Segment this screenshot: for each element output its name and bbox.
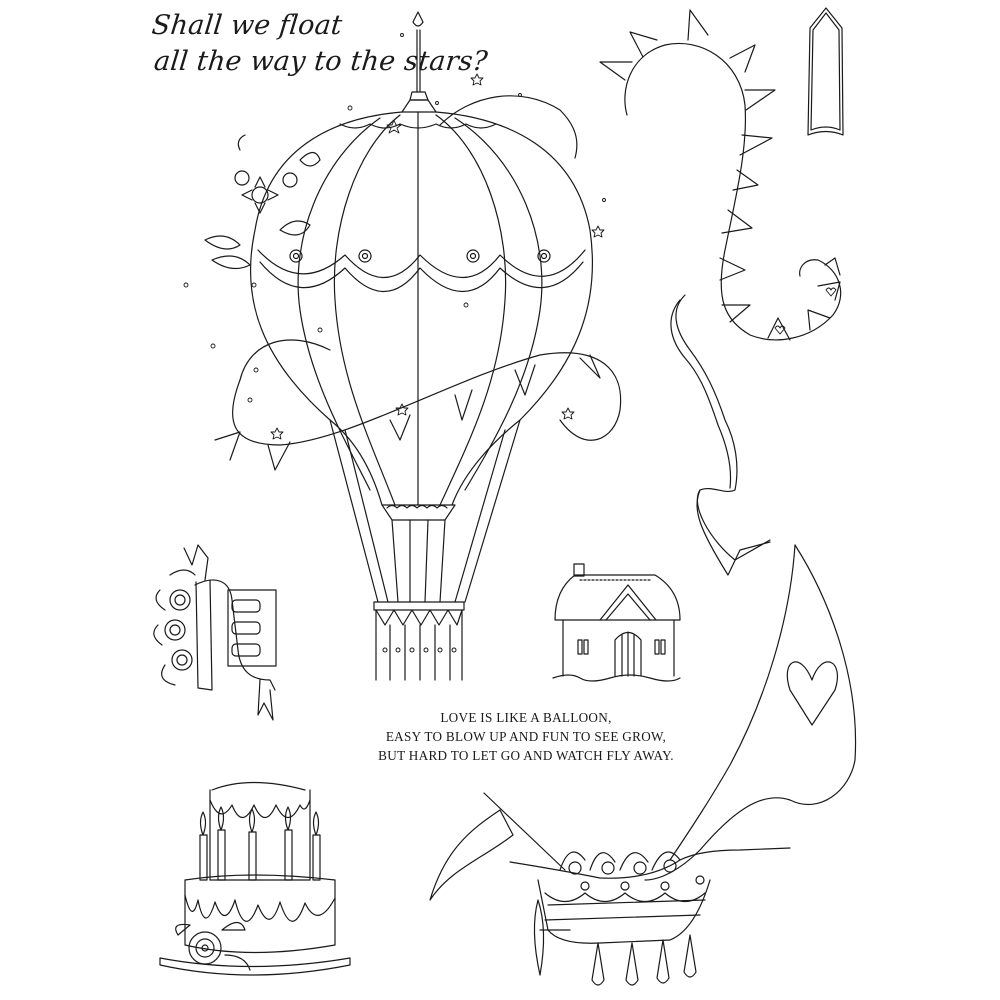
birthday-cake-stamp [160, 783, 350, 976]
quote-line-3: BUT HARD TO LET GO AND WATCH FLY AWAY. [378, 748, 674, 763]
quote-line-1: LOVE IS LIKE A BALLOON, [440, 710, 612, 725]
ribbon-streamer-stamp [671, 295, 770, 575]
airship-boat-stamp [430, 545, 856, 985]
love-quote-text: LOVE IS LIKE A BALLOON, EASY TO BLOW UP … [326, 708, 726, 765]
hot-air-balloon-stamp [184, 12, 621, 680]
thatched-cottage-stamp [553, 564, 680, 681]
quote-line-2: EASY TO BLOW UP AND FUN TO SEE GROW, [385, 729, 667, 744]
label-tag-stamp [808, 8, 843, 135]
floral-ribbon-strip-stamp [154, 545, 276, 720]
bunting-swirl-stamp [600, 10, 841, 340]
